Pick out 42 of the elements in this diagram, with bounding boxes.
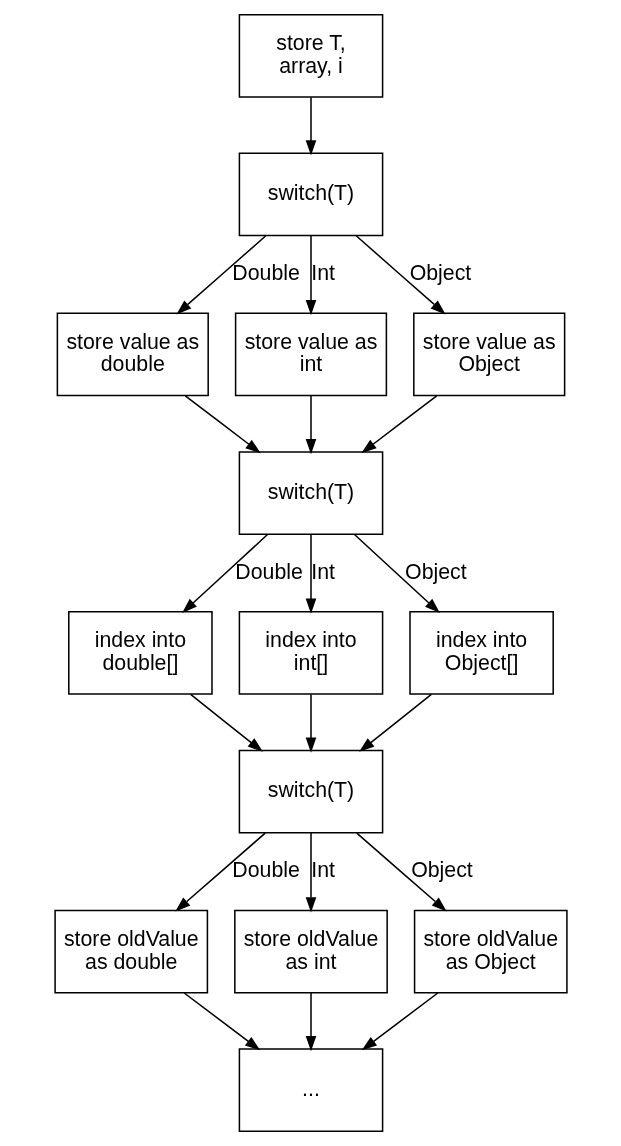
node-box: store oldValue as int	[233, 909, 388, 994]
edge-label: Int	[310, 261, 335, 286]
edge-label: Double	[234, 559, 303, 584]
arrow	[305, 992, 316, 1052]
arrow	[184, 395, 261, 454]
arrow	[174, 832, 266, 912]
arrow	[305, 235, 316, 316]
node-box: index into int[]	[238, 611, 383, 695]
node-box: index into double[]	[67, 611, 213, 695]
node-box: switch(T)	[238, 451, 383, 535]
node-box: switch(T)	[238, 749, 383, 834]
arrow	[361, 992, 439, 1051]
arrow	[358, 693, 432, 752]
edge-label: Int	[310, 559, 335, 584]
edge-label: Object	[409, 261, 471, 286]
node-box: store T, array, i	[238, 13, 383, 98]
arrow	[353, 533, 440, 614]
node-box: ...	[238, 1048, 383, 1133]
node-box: store value as int	[234, 312, 387, 397]
node-box: store oldValue as double	[53, 909, 208, 994]
node-box: store oldValue as Object	[413, 909, 568, 994]
arrow	[182, 992, 260, 1051]
arrow	[305, 533, 316, 614]
edge-label: Int	[310, 858, 335, 883]
node-box: switch(T)	[238, 152, 383, 237]
edge-label: Object	[404, 559, 467, 584]
arrow	[305, 832, 316, 913]
arrow	[305, 395, 316, 455]
node-box: store value as double	[56, 312, 209, 397]
arrow	[305, 693, 316, 753]
node-box: index into Object[]	[408, 611, 554, 695]
edge-label: Object	[410, 858, 473, 883]
arrow	[355, 832, 447, 912]
arrow	[175, 235, 266, 315]
arrow	[305, 96, 316, 156]
node-box: store value as Object	[412, 312, 565, 397]
edge-label: Double	[231, 261, 300, 286]
arrow	[189, 693, 263, 752]
edge-label: Double	[231, 858, 300, 883]
arrow	[181, 533, 268, 614]
arrow	[360, 395, 437, 454]
arrow	[355, 235, 446, 315]
